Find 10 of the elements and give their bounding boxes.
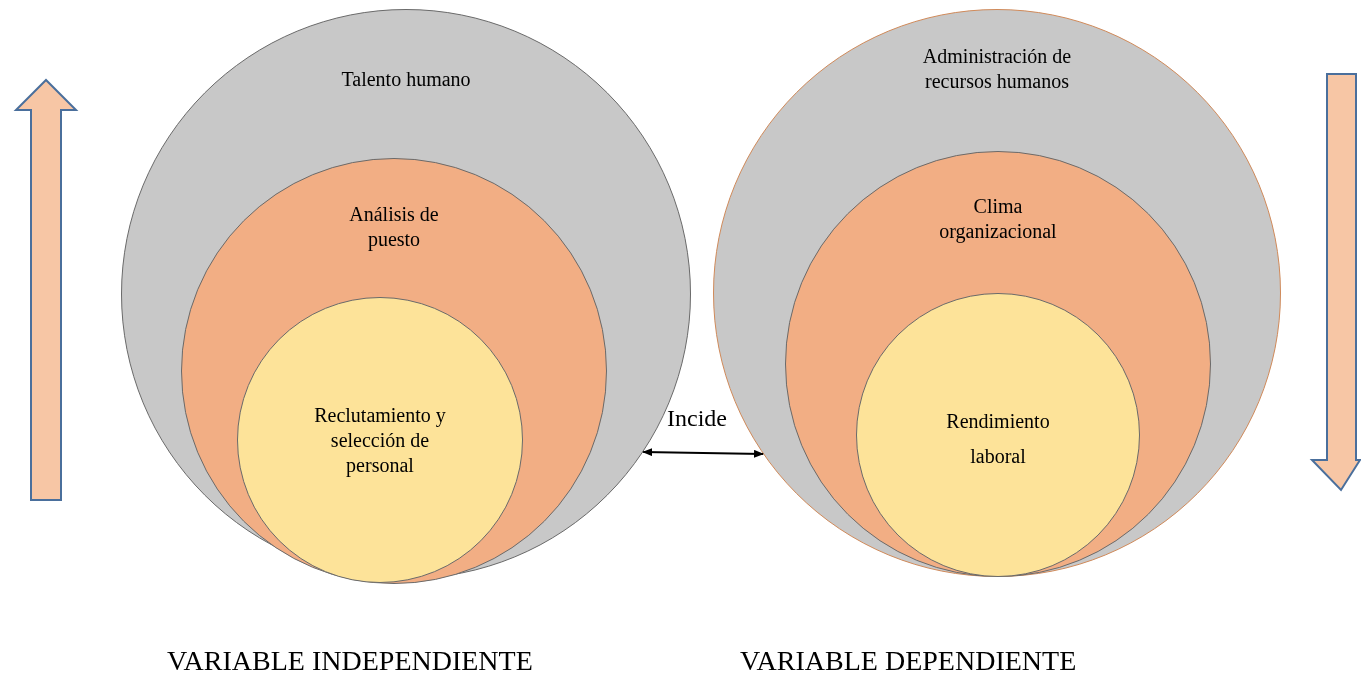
- double-arrow: [642, 448, 765, 458]
- circle-label: Administración de recursos humanos: [922, 44, 1072, 94]
- circle-label: Rendimiento laboral: [945, 409, 1051, 469]
- circle-label: Clima organizacional: [938, 194, 1058, 244]
- variable-caption: VARIABLE INDEPENDIENTE: [167, 645, 533, 677]
- edge-label: Incide: [667, 405, 727, 432]
- circle-label: Reclutamiento y selección de personal: [313, 403, 447, 478]
- circle-label: Análisis de puesto: [348, 202, 440, 252]
- circle-label: Talento humano: [340, 67, 472, 92]
- variable-caption: VARIABLE DEPENDIENTE: [740, 645, 1077, 677]
